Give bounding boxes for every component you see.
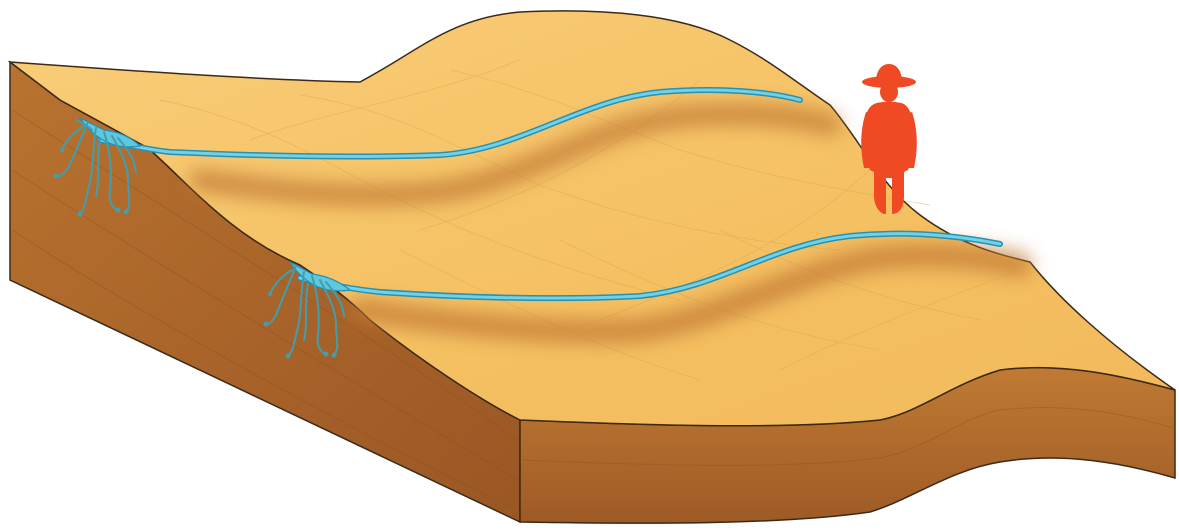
person-hat-crown (876, 64, 902, 82)
person-head (880, 82, 898, 102)
